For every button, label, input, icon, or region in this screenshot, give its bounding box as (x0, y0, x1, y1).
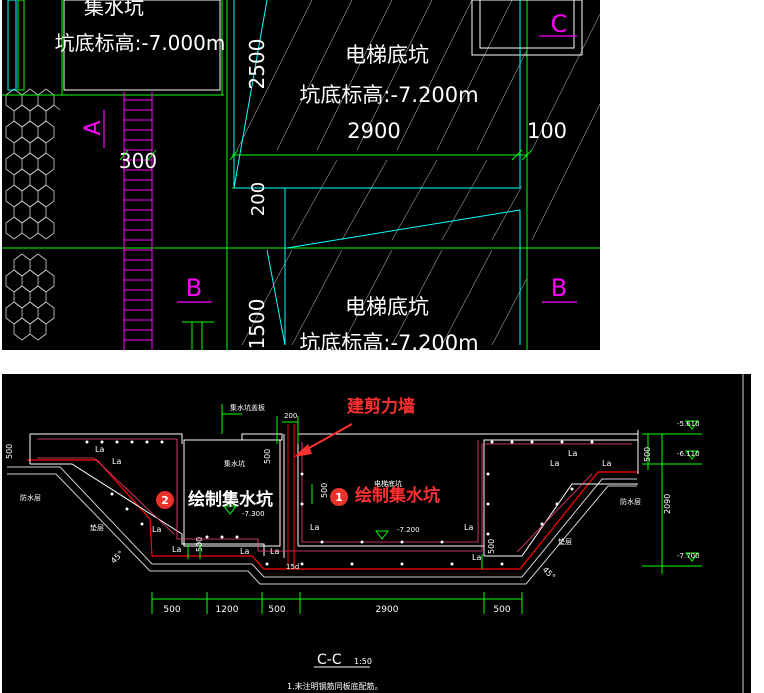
dim-2500: 2500 (245, 39, 269, 90)
dim-200-top: 200 (284, 412, 297, 420)
elev-top: -5.610 (677, 420, 700, 428)
dim-2090: 2090 (663, 494, 672, 514)
marker-b-right-label: B (551, 274, 567, 302)
wall-outline (7, 0, 17, 91)
cushion-layer (7, 466, 637, 585)
bottom-dim: 1200 (216, 605, 239, 615)
la-label: La (95, 445, 104, 454)
step-badge-2-number: 2 (161, 494, 169, 507)
structure-outline (29, 430, 639, 558)
la-label: La (550, 459, 559, 468)
dim-500-right: 500 (643, 447, 652, 462)
la-label: La (464, 523, 473, 532)
dim-100: 100 (527, 119, 567, 143)
step-badge-2 (156, 491, 174, 509)
sump-elevation: 坑底标高:-7.000m (55, 31, 226, 55)
section-view-panel: 集水坑盖板 集水坑 电梯底坑 -5.610 -6.110 -7.700 -7.3… (2, 374, 751, 693)
section-title: C-C (317, 652, 342, 668)
pit-small-label: 电梯底坑 (374, 479, 402, 488)
angle-left: 45° (109, 549, 125, 565)
pit-lower-elevation: 坑底标高:-7.200m (299, 331, 478, 350)
plan-view-panel: A B B C 集水坑 坑底标高:-7.000m 电梯底坑 坑底标高:-7.20… (2, 0, 600, 350)
marker-c-label: C (551, 10, 568, 38)
la-note: 15d (286, 563, 299, 571)
section-marker-b (177, 35, 577, 303)
bottom-dim: 2900 (376, 605, 399, 615)
elev-sump: -7.300 (242, 510, 265, 518)
pit-upper-label: 电梯底坑 (345, 43, 429, 67)
la-label: La (568, 449, 577, 458)
dim-500-v3: 500 (487, 539, 496, 554)
section-drawing: 集水坑盖板 集水坑 电梯底坑 -5.610 -6.110 -7.700 -7.3… (5, 374, 744, 693)
dim-200: 200 (248, 182, 269, 216)
sump-small-label: 集水坑 (224, 459, 245, 468)
rebar-lines (37, 438, 632, 553)
dim-500-v: 500 (320, 483, 329, 498)
marker-a-label: A (81, 120, 106, 135)
outlines-cyan (233, 0, 521, 346)
marker-b-left-label: B (186, 274, 202, 302)
dim-300: 300 (119, 149, 157, 173)
callout-arrow (294, 423, 353, 457)
concrete-hatch (236, 0, 600, 346)
la-label: La (270, 547, 279, 556)
waterproof-right: 防水层 (620, 497, 641, 506)
dim-ticks (119, 149, 533, 161)
bottom-dims: 500 1200 500 2900 500 (163, 605, 510, 615)
waterproof-line (27, 459, 638, 570)
soil-hatch (5, 88, 61, 341)
dim-2900: 2900 (347, 119, 400, 143)
bottom-dim: 500 (268, 605, 285, 615)
la-label: La (240, 547, 249, 556)
elev-bot: -7.700 (677, 552, 700, 560)
wall-ticks (182, 321, 214, 350)
dim-1500: 1500 (245, 299, 269, 350)
cushion-left: 垫层 (90, 523, 104, 532)
outlines-white (63, 0, 583, 91)
pit-upper-elevation: 坑底标高:-7.200m (299, 83, 478, 107)
la-label: La (172, 545, 181, 554)
dim-500-v2: 500 (195, 537, 204, 552)
pit-lower-label: 电梯底坑 (345, 295, 429, 319)
bottom-dim: 500 (163, 605, 180, 615)
step-badge-1 (330, 488, 348, 506)
callout-wall-label: 建剪力墙 (347, 396, 415, 417)
step-label-1: 绘制集水坑 (355, 485, 440, 506)
shear-wall-rebar (287, 424, 295, 569)
section-note: 1.未注明钢筋同板底配筋。 (287, 681, 383, 691)
section-scale: 1:50 (354, 657, 372, 666)
board-label: 集水坑盖板 (230, 403, 265, 412)
la-label: La (602, 459, 611, 468)
la-label: La (472, 553, 481, 562)
dim-500-v5: 500 (263, 449, 272, 464)
elev-mid: -6.110 (677, 450, 700, 458)
bottom-dim: 500 (493, 605, 510, 615)
elev-pit: -7.200 (397, 526, 420, 534)
small-labels: 集水坑盖板 集水坑 电梯底坑 -5.610 -6.110 -7.700 -7.3… (20, 403, 700, 571)
angle-right: 45° (541, 565, 557, 581)
rebar-dots (85, 440, 594, 566)
plan-view-drawing: A B B C 集水坑 坑底标高:-7.000m 电梯底坑 坑底标高:-7.20… (2, 0, 600, 350)
stair-ladder (123, 92, 153, 350)
dim-500-v4: 500 (5, 444, 14, 459)
step-badge-1-number: 1 (335, 491, 343, 504)
la-label: La (112, 457, 121, 466)
wall-outline (17, 0, 25, 91)
step-label-2: 绘制集水坑 (188, 489, 273, 510)
la-label: La (152, 525, 161, 534)
elevation-marks (223, 420, 699, 562)
cushion-right: 垫层 (558, 537, 572, 546)
vertical-dims: 500 2090 500 500 500 500 500 (5, 444, 672, 554)
sump-label: 集水坑 (84, 0, 144, 19)
dimension-lines (151, 404, 702, 614)
waterproof-left: 防水层 (20, 493, 41, 502)
la-label: La (310, 523, 319, 532)
la-labels: La La La La La La La La La La La La (95, 445, 611, 562)
